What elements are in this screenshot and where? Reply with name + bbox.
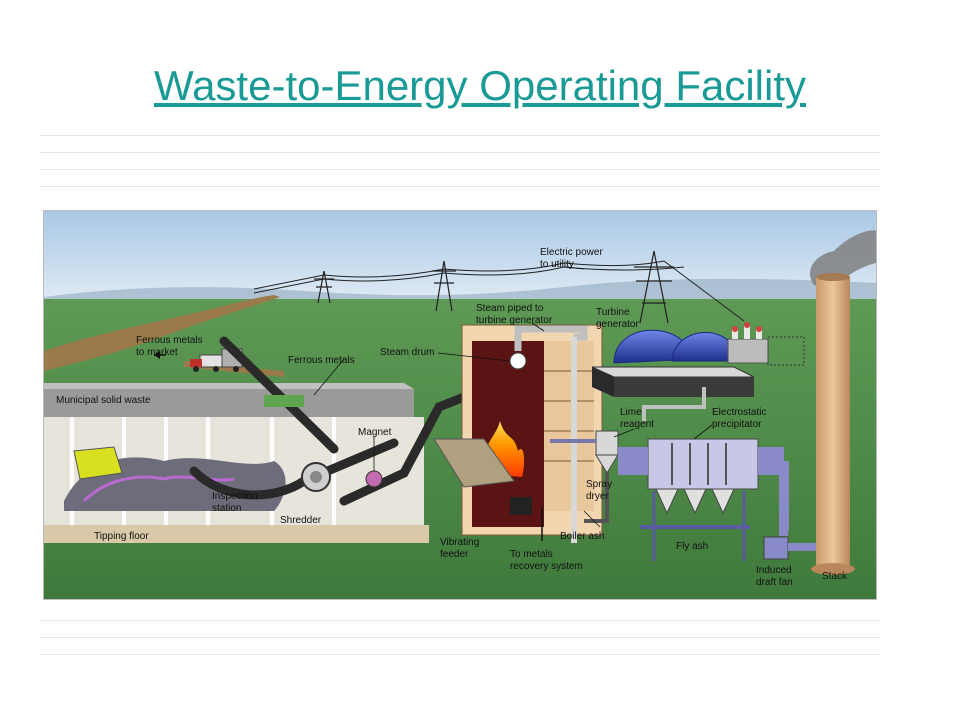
steam-drum-icon [509, 352, 527, 370]
waste-pile-detail [82, 475, 235, 503]
boiler-tubes [544, 341, 594, 511]
label-shredder: Shredder [280, 515, 322, 526]
pylon-icon [314, 250, 674, 324]
grate [433, 438, 515, 488]
tipping-floor-slab [44, 525, 429, 543]
transformer-icon [727, 322, 769, 364]
distant-hills [44, 278, 876, 303]
shredder-hub [310, 471, 322, 483]
stack [816, 277, 850, 569]
loader-icon [73, 446, 123, 480]
label-fly-ash: Fly ash [676, 541, 708, 552]
slide-title[interactable]: Waste-to-Energy Operating Facility [153, 62, 806, 109]
label-municipal-solid-waste: Municipal solid waste [56, 395, 151, 406]
divider-line [40, 169, 880, 170]
divider-line [40, 637, 880, 638]
divider-line [40, 620, 880, 621]
precipitator-inlet [618, 447, 648, 475]
label-boiler-ash: Boiler ash [560, 531, 604, 542]
label-magnet: Magnet [358, 427, 392, 438]
turbine-base-side [592, 367, 614, 397]
turbine-base-front [614, 377, 754, 397]
label-stack: Stack [822, 571, 848, 582]
spray-dryer-icon [595, 430, 619, 456]
dirt-road [44, 295, 280, 371]
precipitator-icon [647, 438, 759, 490]
turbine-base-top [591, 366, 755, 378]
steam-pipe [514, 325, 588, 351]
divider-line [40, 152, 880, 153]
leader-lines [313, 266, 713, 528]
stack-top [816, 273, 850, 281]
lime-pipe [642, 387, 706, 421]
ash-hoppers [655, 488, 735, 515]
precipitator-outlet [758, 447, 784, 475]
boiler-tube-lines [544, 370, 594, 462]
ferrous-bin [264, 395, 304, 407]
label-steam-drum: Steam drum [380, 347, 434, 358]
label-ferrous-metals: Ferrous metals [288, 355, 355, 366]
building-roof [44, 389, 414, 417]
divider-line [40, 186, 880, 187]
precipitator-plates [671, 443, 727, 485]
label-tipping-floor: Tipping floor [94, 531, 149, 542]
fence [767, 336, 805, 366]
induced-draft-fan-icon [763, 536, 789, 560]
spray-dryer-cone [595, 454, 619, 474]
ash-chute [510, 497, 532, 515]
boiler-interior [472, 341, 544, 527]
divider-line [40, 135, 880, 136]
magnet-icon [365, 470, 383, 488]
stack-base [811, 563, 855, 575]
building-roof-edge [44, 383, 414, 389]
arrowhead-icon [154, 351, 160, 359]
flue-to-fan [779, 461, 789, 536]
duct [584, 473, 609, 523]
precipitator-legs [652, 491, 746, 561]
divider-line [40, 654, 880, 655]
